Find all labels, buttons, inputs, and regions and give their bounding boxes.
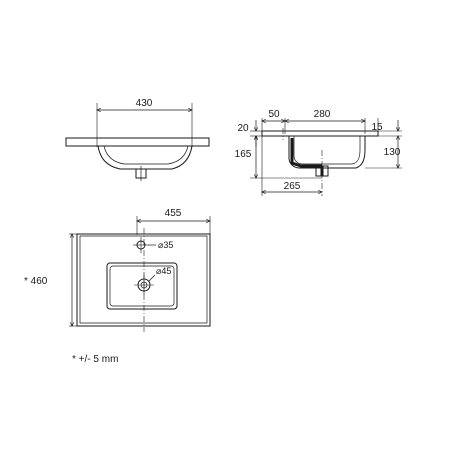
side-dim-130: 130	[384, 147, 401, 158]
side-view: 50 280 20 165 15 130	[235, 109, 402, 196]
plan-view: 455 * 460 ⌀35 ⌀45	[24, 208, 211, 332]
side-slab	[261, 130, 379, 137]
tolerance-note: * +/- 5 mm	[72, 354, 118, 365]
front-view: 430	[65, 98, 210, 181]
side-waste-pipe	[290, 138, 322, 168]
side-bowl	[288, 136, 366, 169]
side-dim-265: 265	[284, 181, 301, 192]
plan-drain-label: ⌀45	[156, 266, 171, 276]
plan-outline	[76, 233, 211, 327]
plan-dim-455: 455	[165, 208, 182, 219]
side-dim-165: 165	[235, 149, 252, 160]
front-slab	[65, 137, 210, 147]
plan-outline-inner	[79, 235, 208, 324]
side-dim-15: 15	[371, 122, 383, 133]
front-bowl	[97, 145, 193, 170]
plan-drain-leader	[148, 274, 156, 282]
side-dim-20: 20	[237, 123, 249, 134]
side-dim-280: 280	[314, 109, 331, 120]
plan-bowl	[106, 262, 178, 310]
plan-tap-label: ⌀35	[158, 240, 173, 250]
plan-bowl-inner	[109, 265, 175, 307]
side-dim-50: 50	[268, 109, 280, 120]
plan-dim-460: * 460	[24, 276, 48, 287]
front-bowl-inner	[103, 145, 189, 165]
front-width-dim: 430	[136, 98, 153, 109]
side-bowl-inner	[293, 136, 361, 165]
